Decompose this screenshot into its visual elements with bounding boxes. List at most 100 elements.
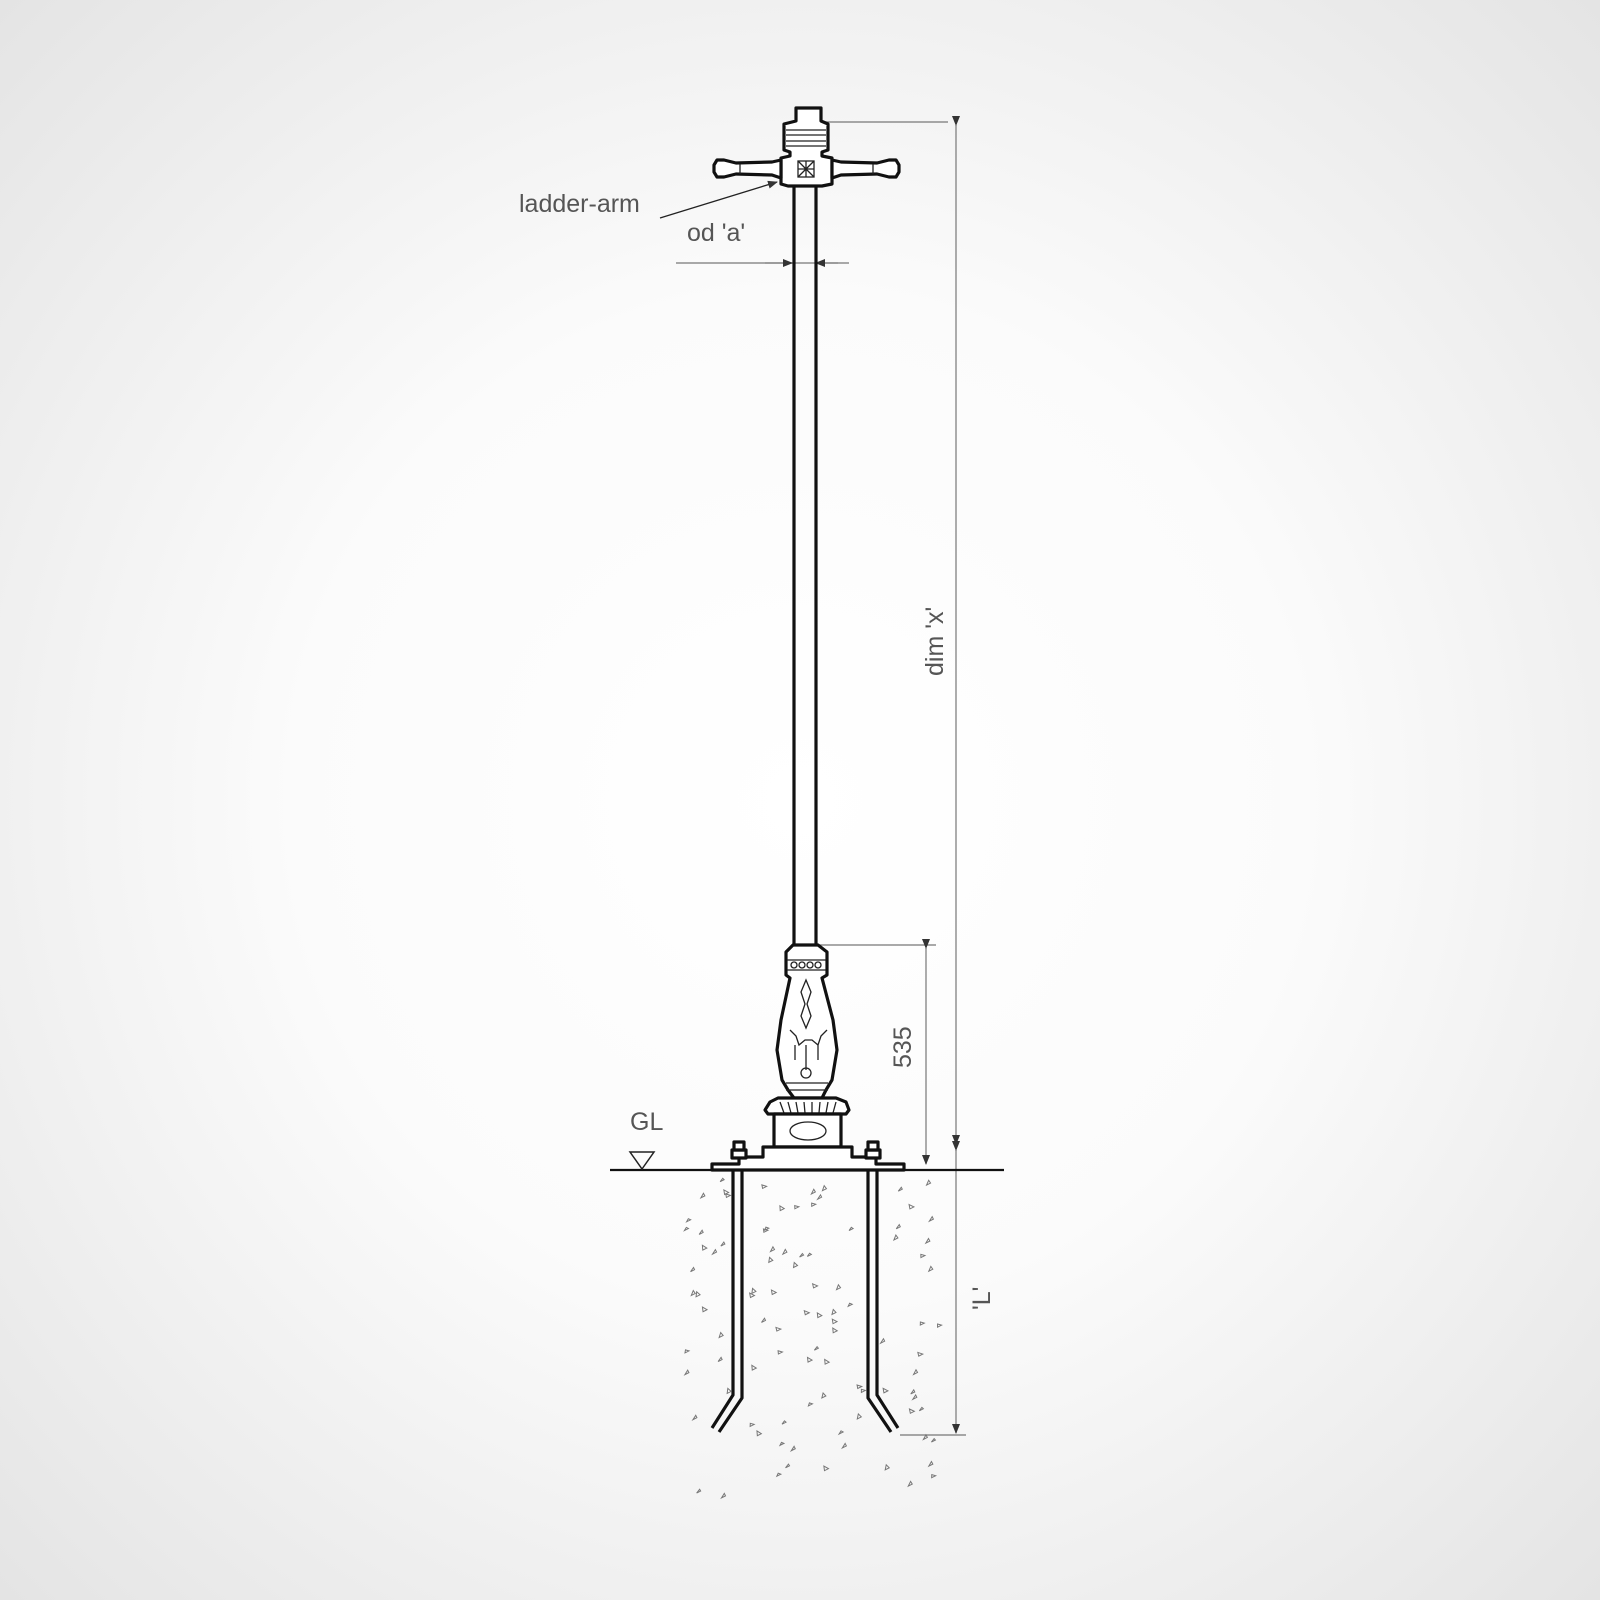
aggregate-mark [912,1368,919,1376]
aggregate-mark [860,1388,867,1394]
aggregate-mark [841,1442,848,1450]
aggregate-mark [924,1237,931,1245]
aggregate-mark [720,1241,726,1247]
ladder-arm-head [712,106,901,188]
aggregate-mark [813,1345,820,1351]
concrete-aggregate [683,1177,943,1500]
aggregate-mark [698,1229,704,1235]
aggregate-mark [806,1252,813,1257]
aggregate-mark [691,1414,698,1421]
aggregate-mark [711,1248,718,1256]
aggregate-mark [775,1326,783,1332]
aggregate-mark [807,1402,814,1407]
aggregate-mark [779,1204,786,1212]
aggregate-mark [799,1252,805,1258]
aggregate-mark [785,1463,791,1469]
aggregate-mark [908,1203,916,1210]
aggregate-mark [810,1188,817,1196]
aggregate-mark [908,1408,916,1415]
aggregate-mark [778,1441,786,1447]
aggregate-mark [723,1189,730,1196]
aggregate-mark [821,1391,827,1399]
aggregate-mark [761,1184,768,1190]
ground-level-label: GL [630,1108,663,1136]
aggregate-mark [920,1253,927,1259]
aggregate-mark [925,1179,932,1187]
aggregate-mark [718,1331,724,1339]
aggregate-mark [816,1193,823,1201]
aggregate-mark [726,1387,733,1395]
aggregate-mark [835,1283,842,1291]
aggregate-mark [831,1318,839,1325]
aggregate-mark [756,1430,763,1437]
aggregate-mark [806,1356,814,1363]
aggregate-mark [927,1265,934,1273]
aggregate-mark [831,1308,837,1316]
aggregate-mark [931,1437,937,1443]
aggregate-mark [922,1433,929,1441]
aggregate-mark [781,1248,788,1256]
dimension-lines [659,116,966,1436]
aggregate-mark [811,1202,818,1208]
aggregate-mark [763,1226,771,1232]
aggregate-mark [725,1193,732,1199]
aggregate-mark [683,1369,690,1376]
aggregate-mark [907,1480,913,1488]
aggregate-mark [892,1234,899,1241]
aggregate-mark [789,1445,796,1452]
aggregate-mark [770,1289,778,1296]
aggregate-mark [683,1226,690,1232]
aggregate-mark [917,1351,925,1357]
aggregate-mark [910,1388,916,1395]
aggregate-mark [751,1287,757,1295]
aggregate-mark [811,1282,819,1289]
aggregate-mark [685,1218,692,1223]
aggregate-mark [816,1311,823,1319]
aggregate-mark [720,1492,727,1500]
aggregate-mark [884,1463,891,1471]
aggregate-mark [897,1186,903,1192]
aggregate-mark [769,1245,776,1253]
aggregate-mark [781,1420,787,1425]
aggregate-mark [895,1223,901,1230]
aggregate-mark [699,1192,706,1200]
aggregate-mark [918,1406,925,1412]
aggregate-mark [792,1261,799,1269]
aggregate-mark [690,1289,697,1297]
aggregate-mark [927,1460,934,1468]
aggregate-mark [847,1302,854,1308]
od-a-label: od 'a' [687,219,745,247]
aggregate-mark [777,1350,784,1355]
anchor-bolts [710,1170,900,1433]
aggregate-mark [794,1204,801,1210]
aggregate-mark [911,1393,918,1401]
ladder-arm-label: ladder-arm [519,190,640,218]
aggregate-mark [856,1412,863,1420]
aggregate-mark [824,1358,831,1365]
aggregate-mark [823,1465,830,1472]
base-height-label: 535 [889,1026,917,1068]
aggregate-mark [751,1364,758,1371]
cast-iron-base [710,943,906,1172]
aggregate-mark [701,1306,709,1313]
aggregate-mark [856,1384,864,1390]
aggregate-mark [749,1422,756,1428]
aggregate-mark [919,1321,926,1326]
aggregate-mark [832,1327,839,1334]
aggregate-mark [882,1387,890,1394]
aggregate-mark [761,1317,767,1323]
aggregate-mark [748,1292,756,1299]
aggregate-mark [684,1349,691,1354]
aggregate-mark [848,1226,855,1231]
aggregate-mark [879,1337,886,1345]
pole [792,186,818,945]
aggregate-mark [837,1430,845,1436]
ground-level-symbol [628,1151,656,1171]
aggregate-mark [803,1309,811,1316]
aggregate-mark [701,1244,708,1251]
aggregate-mark [717,1356,723,1362]
dim-x-label: dim 'x' [921,607,949,676]
aggregate-mark [695,1290,701,1298]
aggregate-mark [937,1323,943,1328]
